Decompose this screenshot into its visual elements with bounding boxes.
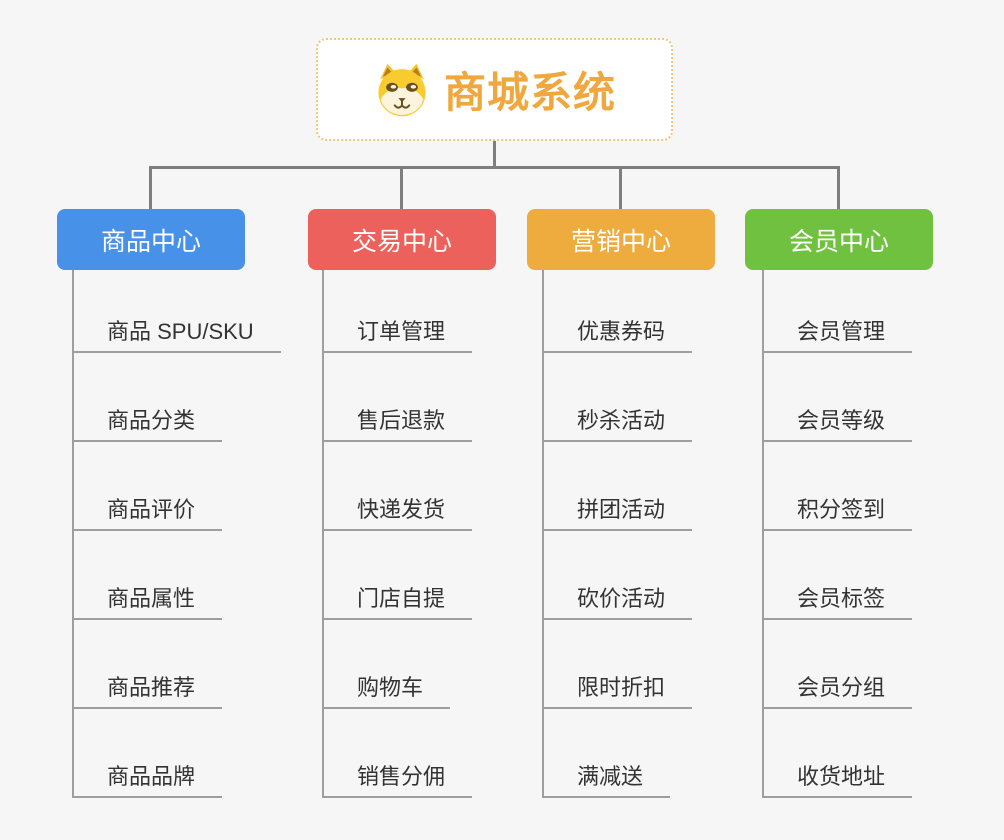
leaf-topic[interactable]: 会员等级 [764,353,913,442]
leaf-topic[interactable]: 门店自提 [324,531,473,620]
leaf-topic[interactable]: 销售分佣 [324,709,473,798]
leaf-topic[interactable]: 会员标签 [764,531,913,620]
leaf-topic[interactable]: 积分签到 [764,442,913,531]
connector-drop-3 [619,166,622,209]
leaf-topic[interactable]: 秒杀活动 [544,353,693,442]
leaf-topic[interactable]: 拼团活动 [544,442,693,531]
leaf-topic[interactable]: 商品 SPU/SKU [74,270,281,353]
branch-node-label: 营销中心 [570,227,671,256]
branch-children-trade-center: 订单管理 售后退款 快递发货 门店自提 购物车 销售分佣 [322,270,473,798]
connector-drop-2 [400,166,403,209]
leaf-topic[interactable]: 购物车 [324,620,451,709]
branch-children-member-center: 会员管理 会员等级 积分签到 会员标签 会员分组 收货地址 [762,270,913,798]
leaf-topic[interactable]: 限时折扣 [544,620,693,709]
connector-drop-4 [837,166,840,209]
branch-node-label: 会员中心 [788,227,889,256]
leaf-topic[interactable]: 商品属性 [74,531,223,620]
connector-drop-1 [149,166,152,209]
leaf-topic[interactable]: 快递发货 [324,442,473,531]
shiba-dog-icon [373,61,431,119]
root-topic[interactable]: 商城系统 [316,38,673,141]
leaf-topic[interactable]: 售后退款 [324,353,473,442]
connector-root-vertical [493,141,496,169]
branch-node-marketing-center[interactable]: 营销中心 [527,209,715,270]
leaf-topic[interactable]: 商品推荐 [74,620,223,709]
branch-node-label: 交易中心 [351,227,452,256]
leaf-topic[interactable]: 商品分类 [74,353,223,442]
root-topic-title: 商城系统 [443,69,616,116]
branch-children-product-center: 商品 SPU/SKU 商品分类 商品评价 商品属性 商品推荐 商品品牌 [72,270,281,798]
leaf-topic[interactable]: 收货地址 [764,709,913,798]
leaf-topic[interactable]: 满减送 [544,709,671,798]
branch-children-marketing-center: 优惠券码 秒杀活动 拼团活动 砍价活动 限时折扣 满减送 [542,270,693,798]
leaf-topic[interactable]: 商品品牌 [74,709,223,798]
branch-node-product-center[interactable]: 商品中心 [57,209,245,270]
connector-horizontal [150,166,839,169]
branch-node-trade-center[interactable]: 交易中心 [308,209,496,270]
leaf-topic[interactable]: 会员管理 [764,270,913,353]
leaf-topic[interactable]: 订单管理 [324,270,473,353]
branch-node-member-center[interactable]: 会员中心 [745,209,933,270]
leaf-topic[interactable]: 商品评价 [74,442,223,531]
leaf-topic[interactable]: 优惠券码 [544,270,693,353]
leaf-topic[interactable]: 会员分组 [764,620,913,709]
leaf-topic[interactable]: 砍价活动 [544,531,693,620]
branch-node-label: 商品中心 [100,227,201,256]
